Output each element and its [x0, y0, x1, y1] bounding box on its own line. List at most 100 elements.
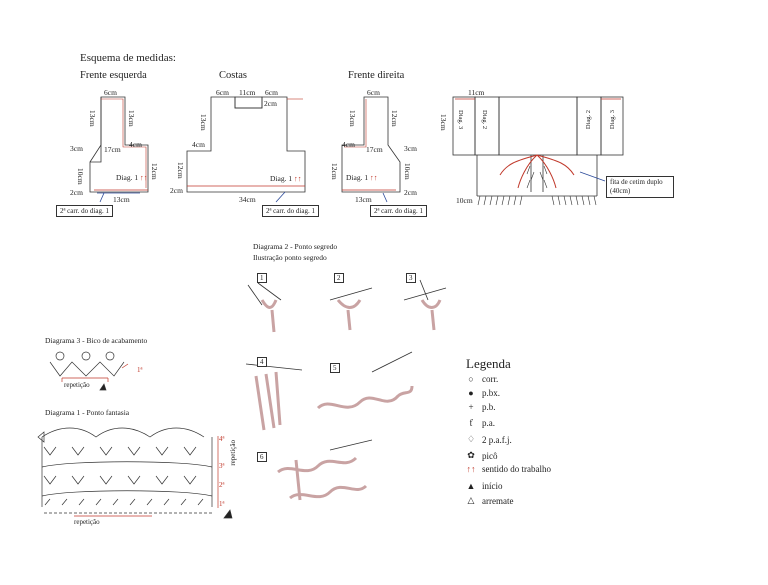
- diagram3-row: 1ª: [137, 366, 143, 374]
- diagram3-repeat: repetição: [64, 381, 90, 389]
- back-title: Costas: [219, 70, 248, 81]
- rf-note: 2ª carr. do diag. 1: [370, 205, 427, 217]
- diagram3-title: Diagrama 3 - Bico de acabamento: [45, 336, 148, 345]
- step-3-badge: 3: [406, 273, 416, 283]
- legend-item-start: ▲início: [466, 481, 503, 491]
- chain-icon: ○: [468, 374, 474, 384]
- rf-label-12cm-b: 12cm: [330, 163, 339, 180]
- rf-label-13cm: 13cm: [348, 110, 357, 127]
- diagram1-title: Diagrama 1 - Ponto fantasia: [45, 408, 130, 417]
- step-6-sketch: [277, 439, 373, 501]
- left-front-schematic: [89, 96, 149, 203]
- step-2-sketch: [329, 287, 373, 331]
- lf-note: 2ª carr. do diag. 1: [56, 205, 113, 217]
- assembled-schematic: [452, 96, 624, 206]
- slip-stitch-icon: ●: [468, 388, 474, 398]
- back-label-6cm-b: 6cm: [265, 88, 278, 97]
- diagram1-row-4: 4ª: [219, 435, 225, 443]
- left-front-title: Frente esquerda: [80, 70, 147, 81]
- back-label-12cm: 12cm: [176, 162, 185, 179]
- back-label-2cm-b: 2cm: [170, 186, 183, 195]
- diagram1-rows: [41, 437, 213, 514]
- diagram1-row-1: 1ª: [219, 500, 225, 508]
- step-5-sketch: [316, 351, 414, 410]
- legend-item-finish: △arremate: [467, 495, 514, 506]
- rf-label-4cm: 4cm: [342, 140, 355, 149]
- lf-label-17cm: 17cm: [104, 145, 121, 154]
- legend-item-picot: ✿picô: [467, 450, 498, 461]
- rf-diag-label: Diag. 1 ↑↑: [346, 173, 378, 182]
- diagram1-row-2: 2ª: [219, 481, 225, 489]
- legend-item-single-crochet: +p.b.: [466, 402, 495, 412]
- rf-label-13cm-b: 13cm: [355, 195, 372, 204]
- asm-diag3-left: Diag. 3: [457, 110, 464, 130]
- back-schematic: [186, 96, 306, 203]
- lf-label-10cm: 10cm: [76, 168, 85, 185]
- back-label-6cm-a: 6cm: [216, 88, 229, 97]
- asm-label-11cm: 11cm: [468, 88, 485, 97]
- finish-icon: △: [467, 495, 475, 505]
- legend-item-direction: ↑↑sentido do trabalho: [466, 464, 552, 474]
- step-3-sketch: [403, 279, 447, 331]
- lf-label-3cm: 3cm: [70, 144, 83, 153]
- rf-label-10cm: 10cm: [403, 163, 412, 180]
- lf-label-6cm: 6cm: [104, 88, 117, 97]
- picot-icon: ✿: [467, 450, 475, 460]
- page-title: Esquema de medidas:: [80, 52, 176, 64]
- diagram1-repeat-bottom: repetição: [74, 518, 100, 526]
- lf-label-13cm-c: 13cm: [113, 195, 130, 204]
- step-1-badge: 1: [257, 273, 267, 283]
- lf-label-2cm: 2cm: [70, 188, 83, 197]
- asm-diag3-right: Diag. 3: [609, 110, 616, 130]
- diagram2-title: Diagrama 2 - Ponto segredo: [253, 242, 338, 251]
- back-label-4cm: 4cm: [192, 140, 205, 149]
- back-diag-label: Diag. 1 ↑↑: [270, 174, 302, 183]
- step-6-badge: 6: [257, 452, 267, 462]
- legend-title: Legenda: [466, 356, 511, 371]
- legend-item-slip-stitch: ●p.bx.: [466, 388, 500, 398]
- legend-item-chain: ○corr.: [466, 374, 498, 384]
- legend-item-cluster: ♢2 p.a.f.j.: [466, 434, 512, 445]
- start-icon: ▲: [466, 481, 476, 491]
- back-label-13cm: 13cm: [199, 114, 208, 131]
- rf-label-12cm: 12cm: [390, 110, 399, 127]
- rf-label-3cm: 3cm: [404, 144, 417, 153]
- diagram2-illustrations: [245, 279, 447, 501]
- diagram3-pattern: [49, 351, 129, 391]
- diagram1-row-3: 3ª: [219, 462, 225, 470]
- diagram1-row-4: [41, 427, 205, 438]
- rf-label-6cm: 6cm: [367, 88, 380, 97]
- asm-diag2-right: Diag. 2: [585, 110, 592, 130]
- rf-label-17cm: 17cm: [366, 145, 383, 154]
- asm-label-13cm: 13cm: [439, 114, 448, 131]
- step-4-badge: 4: [257, 357, 267, 367]
- cluster-icon: ♢: [466, 434, 476, 444]
- double-crochet-icon: ƭ: [469, 418, 473, 428]
- lf-label-4cm: 4cm: [129, 140, 142, 149]
- right-front-schematic: [341, 96, 401, 203]
- direction-icon: ↑↑: [466, 464, 476, 474]
- step-4-sketch: [245, 363, 303, 431]
- asm-diag2-left: Diag. 2: [481, 110, 488, 130]
- lf-label-13cm-b: 13cm: [127, 110, 136, 127]
- asm-ribbon-note: fita de cetim duplo (40cm): [606, 176, 674, 198]
- diagram1-pattern: [37, 427, 233, 519]
- back-label-34cm: 34cm: [239, 195, 256, 204]
- back-label-11cm: 11cm: [239, 88, 256, 97]
- lf-diag-label: Diag. 1 ↑↑: [116, 173, 148, 182]
- step-5-badge: 5: [330, 363, 340, 373]
- back-label-2cm: 2cm: [264, 99, 277, 108]
- asm-label-10cm: 10cm: [456, 196, 473, 205]
- rf-label-2cm: 2cm: [404, 188, 417, 197]
- back-note: 2ª carr. do diag. 1: [262, 205, 319, 217]
- right-front-title: Frente direita: [348, 70, 405, 81]
- step-2-badge: 2: [334, 273, 344, 283]
- lf-label-13cm-a: 13cm: [88, 110, 97, 127]
- single-crochet-icon: +: [468, 402, 474, 412]
- diagram2-subtitle: Ilustração ponto segredo: [253, 253, 327, 262]
- step-1-sketch: [247, 282, 282, 333]
- diagram1-repeat-side: repetição: [229, 440, 237, 466]
- lf-label-12cm: 12cm: [150, 163, 159, 180]
